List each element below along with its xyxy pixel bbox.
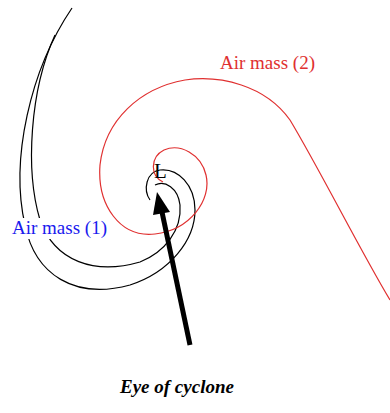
caption-label: Eye of cyclone <box>118 377 236 398</box>
low-pressure-mark: L <box>152 160 169 183</box>
air-mass-label: Air mass (2) <box>218 53 317 74</box>
arrow-head <box>153 192 170 215</box>
pointer-arrow <box>162 212 190 345</box>
front-line <box>100 79 390 300</box>
air-mass-label: Air mass (1) <box>10 218 109 239</box>
